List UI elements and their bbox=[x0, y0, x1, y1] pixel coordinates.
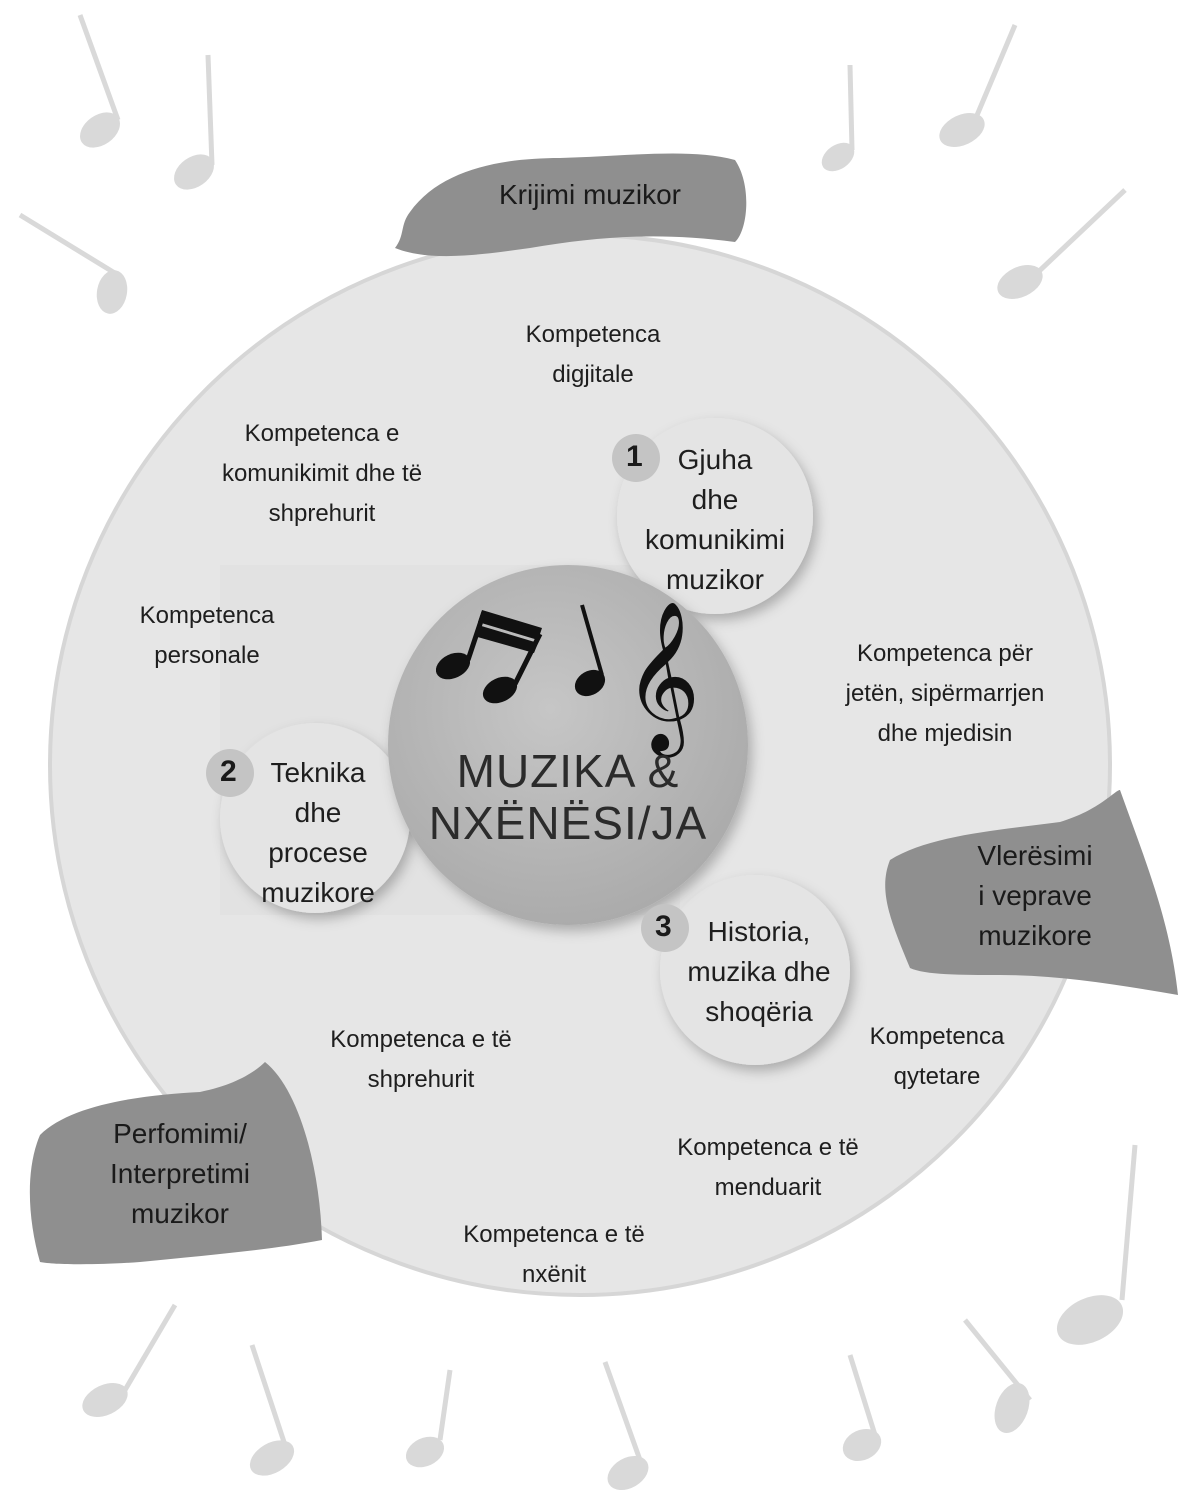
banner-top bbox=[395, 153, 747, 257]
area-label-1: Gjuha dhe komunikimi muzikor bbox=[644, 444, 786, 595]
area-number-1: 1 bbox=[626, 440, 643, 473]
eighth-note-icon bbox=[174, 54, 215, 190]
number-badge-2 bbox=[206, 749, 254, 797]
banner-right-label: Vlerësimi i veprave muzikore bbox=[977, 840, 1093, 951]
area-number-2: 2 bbox=[220, 755, 237, 788]
center-title: MUZIKA & NXËNËSI/JA bbox=[428, 745, 708, 849]
eighth-note-icon bbox=[602, 1361, 649, 1491]
center-circle bbox=[388, 565, 748, 925]
competence-expression: Kompetenca e të shprehurit bbox=[330, 1026, 512, 1093]
decorative-notes bbox=[18, 14, 1138, 1491]
competence-communication: Kompetenca e komunikimit dhe të shprehur… bbox=[221, 420, 423, 527]
area-label-2: Teknika dhe procese muzikore bbox=[261, 757, 375, 908]
area-number-3: 3 bbox=[655, 910, 672, 943]
number-badge-1 bbox=[612, 434, 660, 482]
eighth-note-icon bbox=[842, 1354, 882, 1462]
svg-text:𝄞: 𝄞 bbox=[624, 599, 701, 758]
area-circle-2 bbox=[220, 723, 410, 913]
competence-learning: Kompetenca e të nxënit bbox=[463, 1221, 645, 1288]
banner-top-label: Krijimi muzikor bbox=[499, 179, 681, 210]
competence-life: Kompetenca për jetën, sipërmarrjen dhe m… bbox=[845, 640, 1045, 747]
area-circle-1 bbox=[617, 418, 813, 614]
music-symbols: 𝄞 bbox=[435, 599, 701, 758]
eighth-note-icon bbox=[1056, 1144, 1138, 1345]
eighth-note-icon bbox=[249, 1344, 295, 1476]
competence-digital: Kompetenca digjitale bbox=[525, 321, 661, 388]
eighth-note-icon bbox=[77, 14, 121, 148]
eighth-note-icon bbox=[963, 1318, 1032, 1434]
eighth-note-icon bbox=[939, 24, 1018, 147]
eighth-note-icon bbox=[997, 188, 1127, 299]
number-badge-3 bbox=[641, 904, 689, 952]
area-circle-3 bbox=[660, 875, 850, 1065]
quarter-note-icon bbox=[574, 604, 606, 697]
area-label-3: Historia, muzika dhe shoqëria bbox=[687, 916, 831, 1027]
eighth-note-icon bbox=[821, 64, 855, 172]
banner-left bbox=[29, 1062, 323, 1265]
eighth-note-icon bbox=[82, 1303, 178, 1417]
competence-thinking: Kompetenca e të menduarit bbox=[677, 1134, 859, 1201]
beamed-notes-icon bbox=[435, 610, 543, 704]
banner-right bbox=[885, 790, 1178, 995]
eighth-note-icon bbox=[18, 212, 128, 314]
eighth-note-icon bbox=[405, 1369, 453, 1468]
banner-left-label: Perfomimi/ Interpretimi muzikor bbox=[109, 1118, 251, 1229]
competence-civic: Kompetenca qytetare bbox=[869, 1023, 1005, 1090]
treble-clef-icon: 𝄞 bbox=[624, 599, 701, 758]
competence-personal: Kompetenca personale bbox=[139, 602, 275, 669]
